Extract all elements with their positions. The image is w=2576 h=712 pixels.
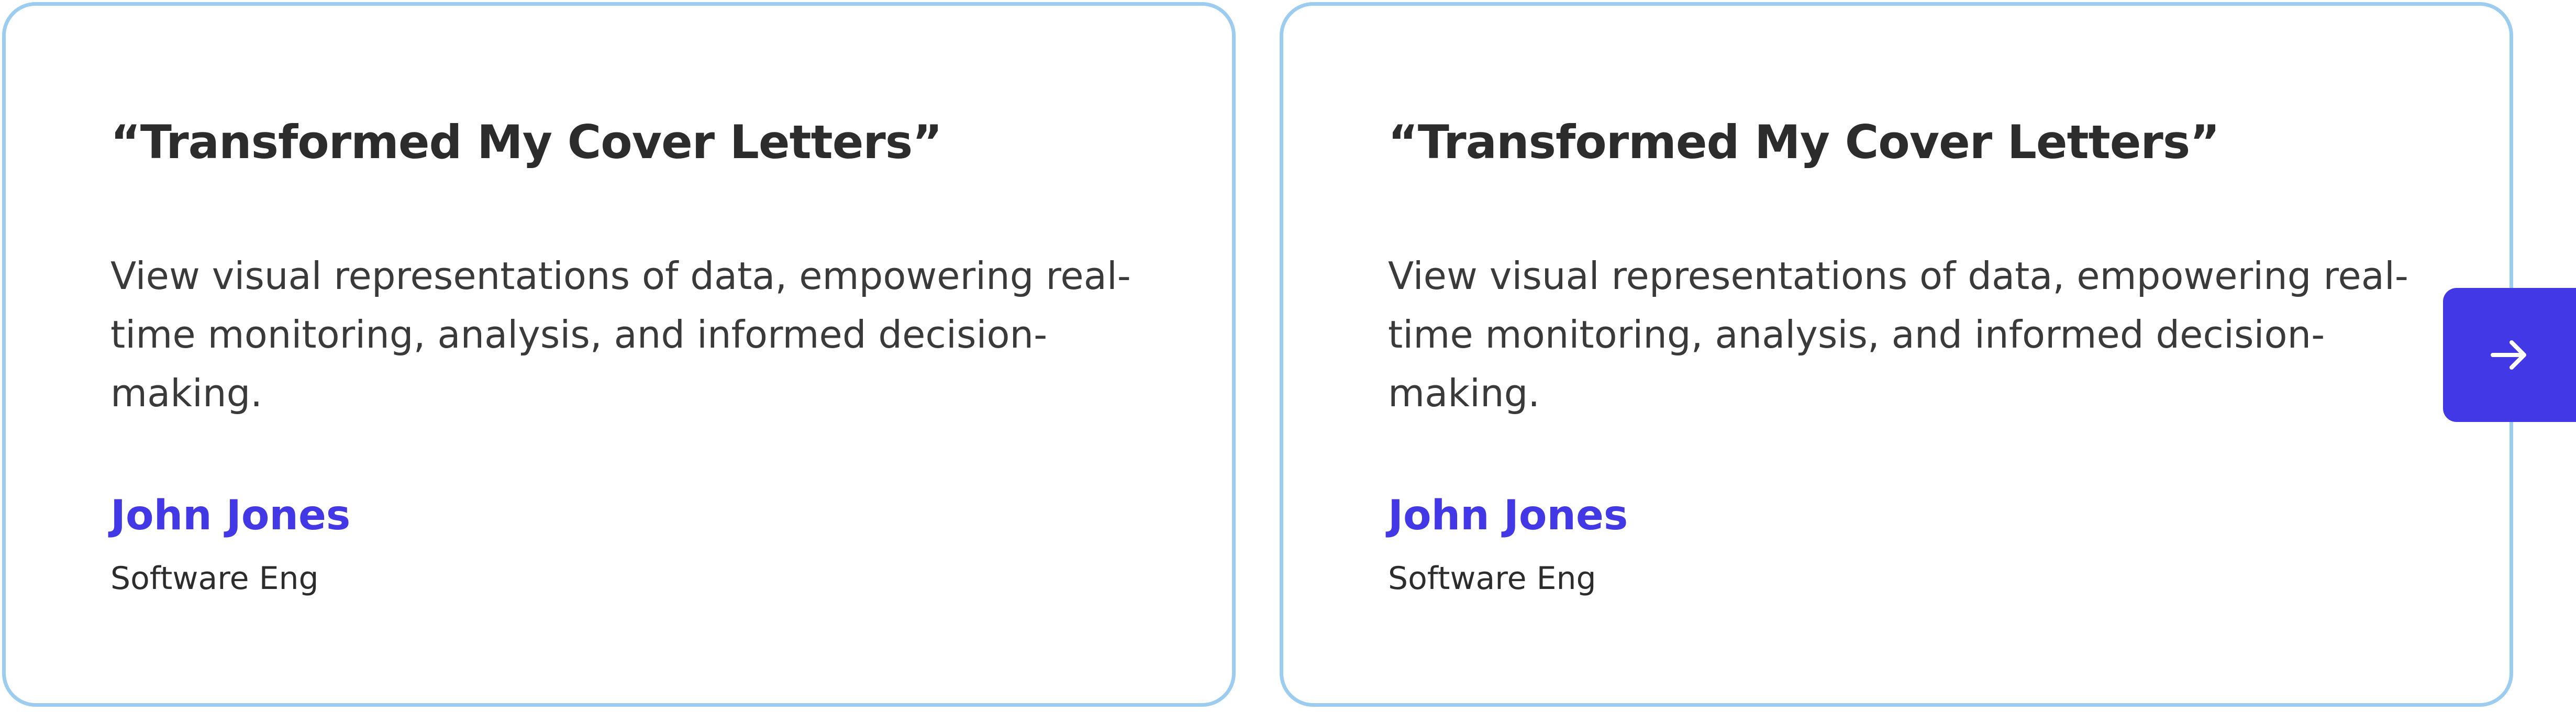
next-testimonial-button[interactable]: [2443, 288, 2576, 422]
testimonial-card: “Transformed My Cover Letters” View visu…: [1280, 2, 2513, 707]
testimonial-title: “Transformed My Cover Letters”: [110, 115, 942, 169]
testimonial-quote: View visual representations of data, emp…: [1388, 254, 2408, 415]
testimonial-card: “Transformed My Cover Letters” View visu…: [2, 2, 1236, 707]
testimonial-title: “Transformed My Cover Letters”: [1388, 115, 2220, 169]
arrow-right-icon: [2491, 340, 2526, 370]
testimonial-author: John Jones: [1388, 492, 1628, 539]
testimonial-author: John Jones: [110, 492, 351, 539]
testimonial-role: Software Eng: [1388, 560, 1596, 597]
testimonial-role: Software Eng: [110, 560, 319, 597]
testimonial-quote: View visual representations of data, emp…: [110, 254, 1131, 415]
